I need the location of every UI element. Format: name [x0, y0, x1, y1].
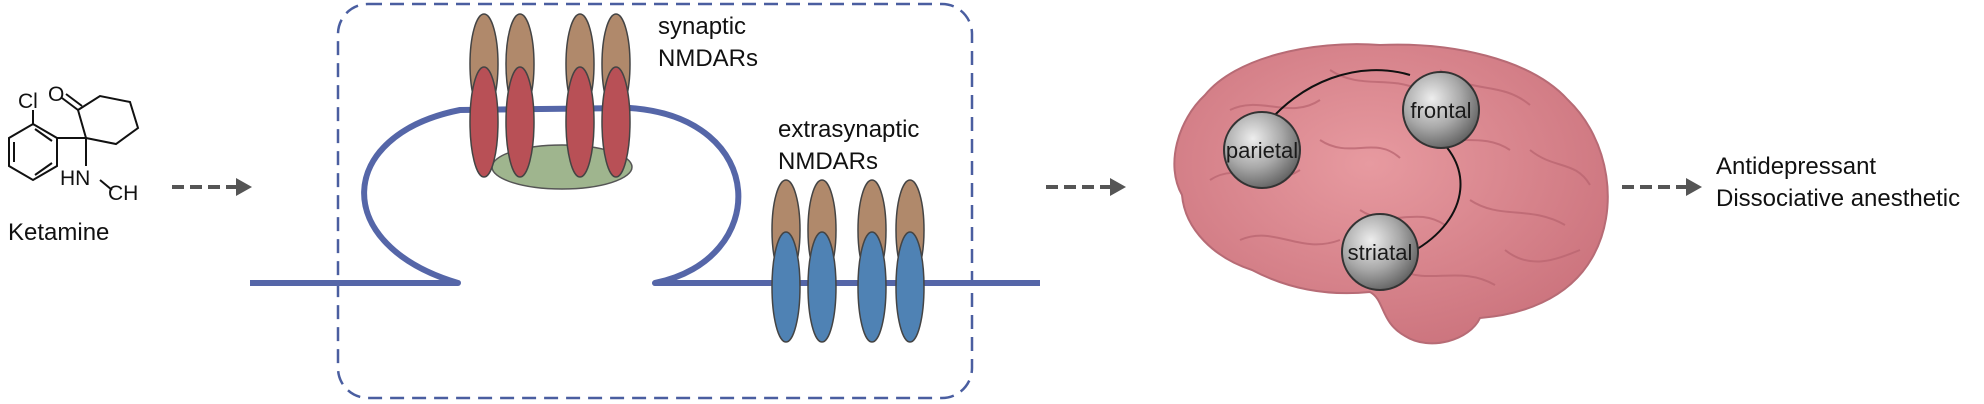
extrasynaptic-nmdar: [771, 179, 801, 343]
extrasynaptic-nmdar: [895, 179, 925, 343]
brain-region-node: frontal: [1402, 71, 1480, 149]
synaptic-nmdar: [601, 13, 631, 178]
synaptic-nmdar-group: [469, 13, 631, 178]
synaptic-nmdar: [565, 13, 595, 178]
synaptic-nmdar: [469, 13, 499, 178]
chlorine-atom-label: Cl: [18, 90, 38, 113]
arrow-icon: [172, 178, 252, 196]
amine-label: HN: [60, 167, 90, 190]
dendritic-spine-membrane: [250, 105, 1040, 286]
extrasynaptic-nmdar: [857, 179, 887, 343]
synaptic-nmdar: [505, 13, 535, 178]
extrasynaptic-nmdar-group: [771, 179, 925, 343]
benzene-double-bond: [34, 162, 53, 176]
network-connection: [1261, 69, 1411, 131]
arrow-icon: [1622, 178, 1702, 196]
synaptic-label-line1: synaptic: [658, 13, 746, 40]
methyl-bond: [99, 179, 113, 191]
benzene-ring: [8, 122, 58, 182]
brain-region-node: parietal: [1223, 111, 1301, 189]
extrasynaptic-label-line1: extrasynaptic: [778, 116, 919, 143]
arrow-icon: [1046, 178, 1126, 196]
carbonyl-bond: [65, 93, 83, 107]
ketamine-label: Ketamine: [8, 219, 109, 246]
brain-region-node: striatal: [1341, 213, 1419, 291]
oxygen-atom-label: O: [48, 83, 64, 106]
cyclohexanone-ring: [76, 94, 140, 146]
synapse-box: [336, 2, 974, 400]
region-label: frontal: [1410, 98, 1471, 123]
extrasynaptic-label-line2: NMDARs: [778, 148, 878, 175]
region-label: striatal: [1348, 240, 1413, 265]
region-label: parietal: [1226, 138, 1298, 163]
ketamine-structure: [8, 93, 140, 191]
outcome-dissociative-anesthetic: Dissociative anesthetic: [1716, 185, 1960, 212]
carbonyl-bond: [61, 97, 79, 111]
brain-shape: [1173, 43, 1609, 345]
extrasynaptic-nmdar: [807, 179, 837, 343]
benzene-double-bond: [34, 128, 53, 142]
methyl-label: CH: [108, 182, 138, 205]
outcome-antidepressant: Antidepressant: [1716, 153, 1876, 180]
brain-illustration: [1173, 43, 1609, 345]
synaptic-label-line2: NMDARs: [658, 45, 758, 72]
